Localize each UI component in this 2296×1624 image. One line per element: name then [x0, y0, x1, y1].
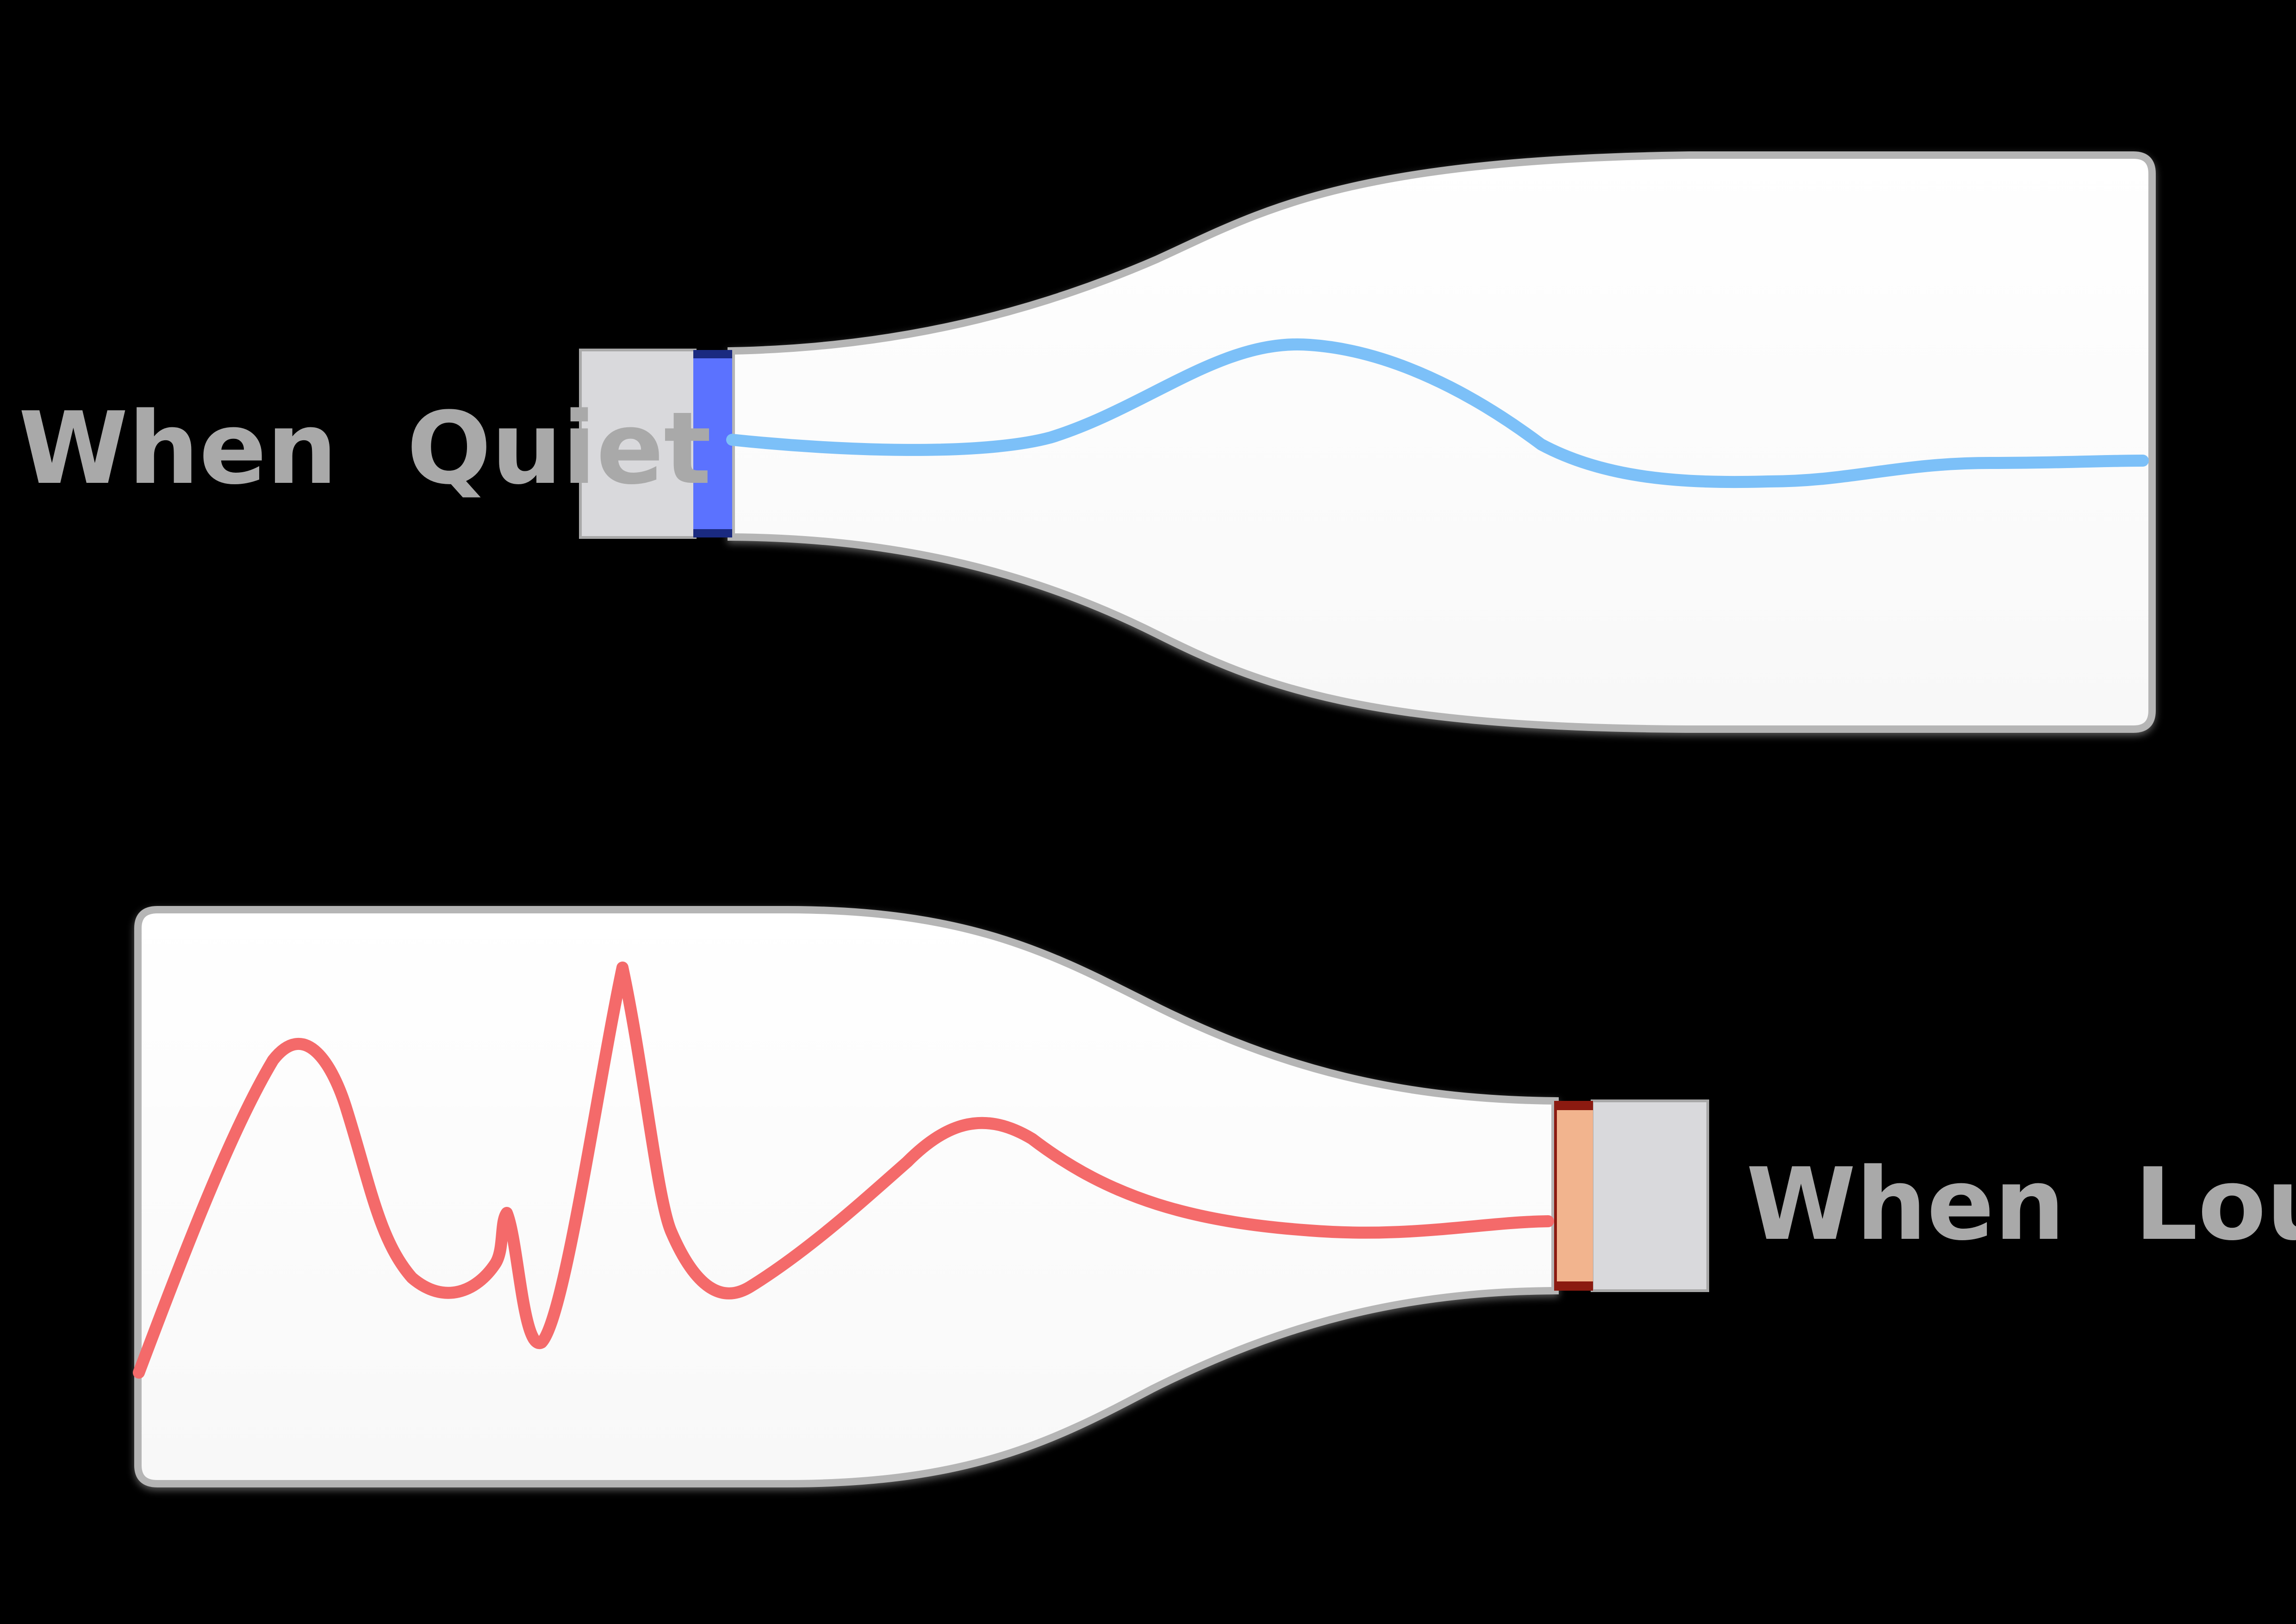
label-when-loud: When Loud	[1746, 1146, 2296, 1262]
loud-collar-top-band	[1554, 1101, 1593, 1110]
quiet-bottle	[579, 151, 2156, 733]
quiet-collar-top-band	[693, 350, 732, 358]
loud-collar-left-edge	[1554, 1101, 1557, 1291]
quiet-collar-bottom-band	[693, 529, 732, 537]
quiet-bottle-cap	[579, 349, 697, 539]
loud-bottle-body	[134, 906, 1559, 1487]
loud-bottle-cap	[1591, 1099, 1709, 1292]
loud-collar-bottom-band	[1554, 1281, 1593, 1291]
quiet-bottle-body	[728, 151, 2156, 733]
quiet-bottle-collar	[693, 350, 732, 537]
loud-bottle	[133, 906, 1709, 1487]
label-when-quiet: When Quiet	[19, 390, 711, 506]
quiet-waveform	[726, 338, 2149, 488]
loud-bottle-collar	[1554, 1101, 1593, 1291]
loud-waveform	[133, 962, 1554, 1379]
